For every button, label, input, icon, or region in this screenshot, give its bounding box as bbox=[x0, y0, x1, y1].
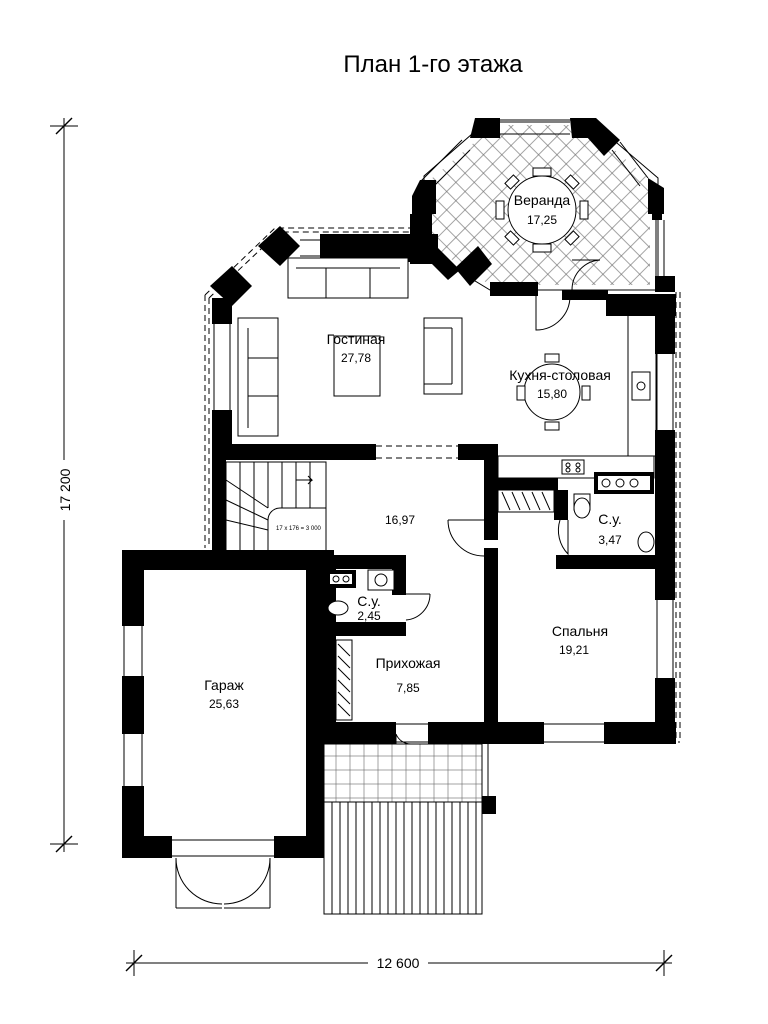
veranda: Веранда 17,25 bbox=[410, 118, 675, 292]
room-label-living: Гостиная bbox=[327, 331, 386, 347]
garage: Гараж 25,63 bbox=[175, 677, 271, 909]
entry-hall: Прихожая 7,85 bbox=[335, 639, 441, 721]
living-furniture: Гостиная 27,78 bbox=[237, 257, 463, 437]
room-area-hall: 16,97 bbox=[385, 513, 415, 527]
room-area-veranda: 17,25 bbox=[527, 213, 557, 227]
bathroom-2: С.у. 2,45 bbox=[326, 569, 431, 623]
horizontal-dimension: 12 600 bbox=[125, 950, 673, 976]
stair-note: 17 x 176 = 3 000 bbox=[276, 526, 322, 532]
room-area-living: 27,78 bbox=[341, 351, 371, 365]
room-area-entry: 7,85 bbox=[396, 681, 420, 695]
bedroom: Спальня 19,21 bbox=[552, 623, 608, 657]
room-label-bath2: С.у. bbox=[357, 593, 381, 609]
kitchen: Кухня-столовая 15,80 bbox=[497, 295, 657, 479]
room-area-bedroom: 19,21 bbox=[559, 643, 589, 657]
room-area-garage: 25,63 bbox=[209, 697, 239, 711]
room-label-bedroom: Спальня bbox=[552, 623, 608, 639]
porch bbox=[323, 733, 489, 915]
vertical-dimension: 17 200 bbox=[50, 117, 78, 853]
staircase: 17 x 176 = 3 000 bbox=[225, 461, 327, 553]
walls bbox=[122, 226, 676, 858]
room-area-bath2: 2,45 bbox=[357, 609, 381, 623]
room-label-bath1: С.у. bbox=[598, 511, 622, 527]
room-label-kitchen: Кухня-столовая bbox=[509, 367, 611, 383]
height-dimension-label: 17 200 bbox=[57, 468, 73, 511]
room-area-kitchen: 15,80 bbox=[537, 387, 567, 401]
width-dimension-label: 12 600 bbox=[377, 955, 420, 971]
room-area-bath1: 3,47 bbox=[598, 533, 622, 547]
room-label-entry: Прихожая bbox=[376, 655, 441, 671]
room-label-garage: Гараж bbox=[204, 677, 244, 693]
room-label-veranda: Веранда bbox=[514, 192, 571, 208]
bathroom-1: С.у. 3,47 bbox=[497, 472, 655, 556]
hall: 16,97 bbox=[385, 513, 485, 557]
plan-title: План 1-го этажа bbox=[343, 51, 523, 78]
